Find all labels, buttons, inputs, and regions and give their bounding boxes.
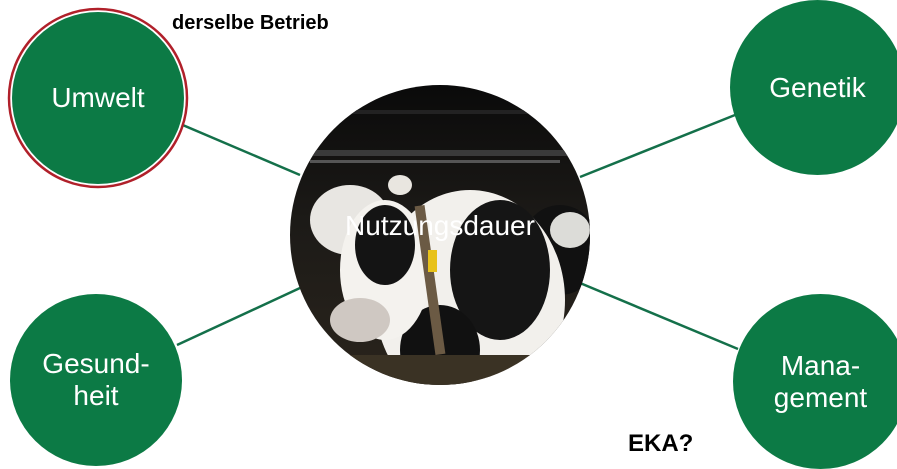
center-photo — [290, 85, 600, 410]
node-gesundheit-label: Gesund- heit — [42, 348, 149, 412]
node-genetik: Genetik — [730, 0, 897, 175]
annotation-eka: EKA? — [628, 430, 693, 458]
annotation-derselbe-betrieb: derselbe Betrieb — [172, 12, 329, 35]
node-umwelt: Umwelt — [12, 12, 184, 184]
center-label: Nutzungsdauer — [290, 210, 590, 242]
connector-umwelt — [178, 123, 300, 175]
connector-gesundheit — [177, 288, 300, 345]
node-gesundheit: Gesund- heit — [10, 294, 182, 466]
node-umwelt-label: Umwelt — [51, 82, 144, 114]
node-management-label: Mana- gement — [774, 350, 867, 414]
node-management: Mana- gement — [733, 294, 897, 469]
node-genetik-label: Genetik — [769, 72, 866, 104]
connector-management — [580, 283, 738, 349]
connector-genetik — [580, 115, 735, 177]
